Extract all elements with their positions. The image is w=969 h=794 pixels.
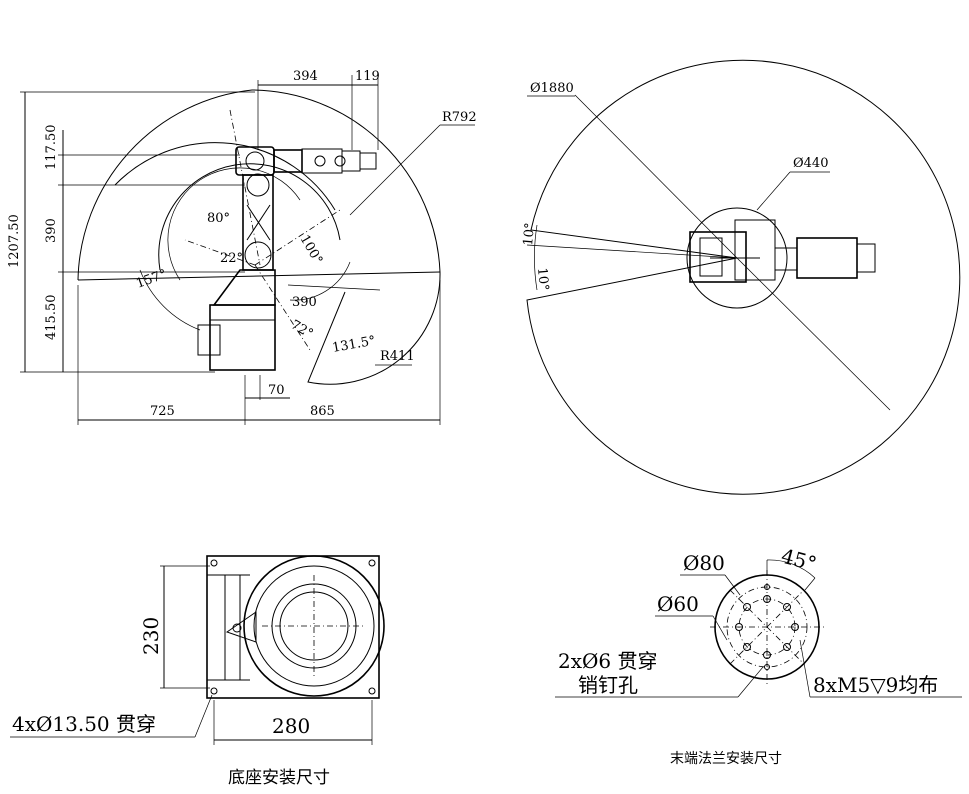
angle-100: 100° [297,233,326,268]
dim-230: 230 [139,617,163,655]
workspace-lower-arc [307,271,441,385]
robot-arm-top [689,219,876,283]
dim-119: 119 [355,69,380,84]
dim-394: 394 [293,69,318,84]
dim-r792: R792 [442,110,477,125]
dim-117-50: 117.50 [44,125,59,171]
base-circle-outer [243,555,385,697]
dim-total-height: 1207.50 [7,214,22,268]
angle-22: 22° [220,251,243,266]
dim-r411: R411 [380,349,415,364]
thread-note: 8xM5▽9均布 [813,673,938,697]
workspace-outer-arc [77,89,441,281]
dim-phi-80: Ø80 [683,551,725,575]
base-holes-note: 4xØ13.50 贯穿 [12,712,156,736]
pin-note-line2: 销钉孔 [578,673,638,697]
flange-caption: 末端法兰安装尺寸 [670,751,782,767]
side-view: 394 119 R792 117.50 390 415.50 1207.50 8… [7,69,477,425]
robot-arm-side [197,146,377,371]
dim-phi-1880: Ø1880 [530,81,574,96]
pin-note-line1: 2xØ6 贯穿 [558,649,657,673]
angle-131-5: 131.5° [331,334,377,356]
dim-390-vertical: 390 [44,218,59,243]
base-plate [206,555,380,699]
dim-280: 280 [272,714,310,738]
top-inner-circle [686,207,788,309]
base-caption: 底座安装尺寸 [228,768,330,788]
base-mount-view: 230 280 4xØ13.50 贯穿 底座安装尺寸 [10,555,385,788]
dim-phi-440: Ø440 [793,156,828,171]
top-workspace-circle [526,59,961,495]
angle-72: 72° [288,317,315,342]
dim-415-50: 415.50 [44,295,59,341]
dim-390-link: 390 [292,295,317,310]
top-view: Ø1880 Ø440 10° 10° [521,59,961,495]
angle-10-up: 10° [521,222,538,246]
dim-725: 725 [150,404,175,419]
flange-bolt-holes [735,584,799,670]
angle-45: 45° [779,544,819,576]
angle-157: 157° [134,267,169,292]
flange-view: Ø80 Ø60 45° 2xØ6 贯穿 销钉孔 8xM5▽9均布 末端法兰安装尺… [555,544,962,767]
dim-865: 865 [310,404,335,419]
dim-70: 70 [268,383,285,398]
dim-phi-60: Ø60 [657,592,699,616]
angle-80: 80° [207,211,230,226]
angle-10-down: 10° [534,267,551,291]
